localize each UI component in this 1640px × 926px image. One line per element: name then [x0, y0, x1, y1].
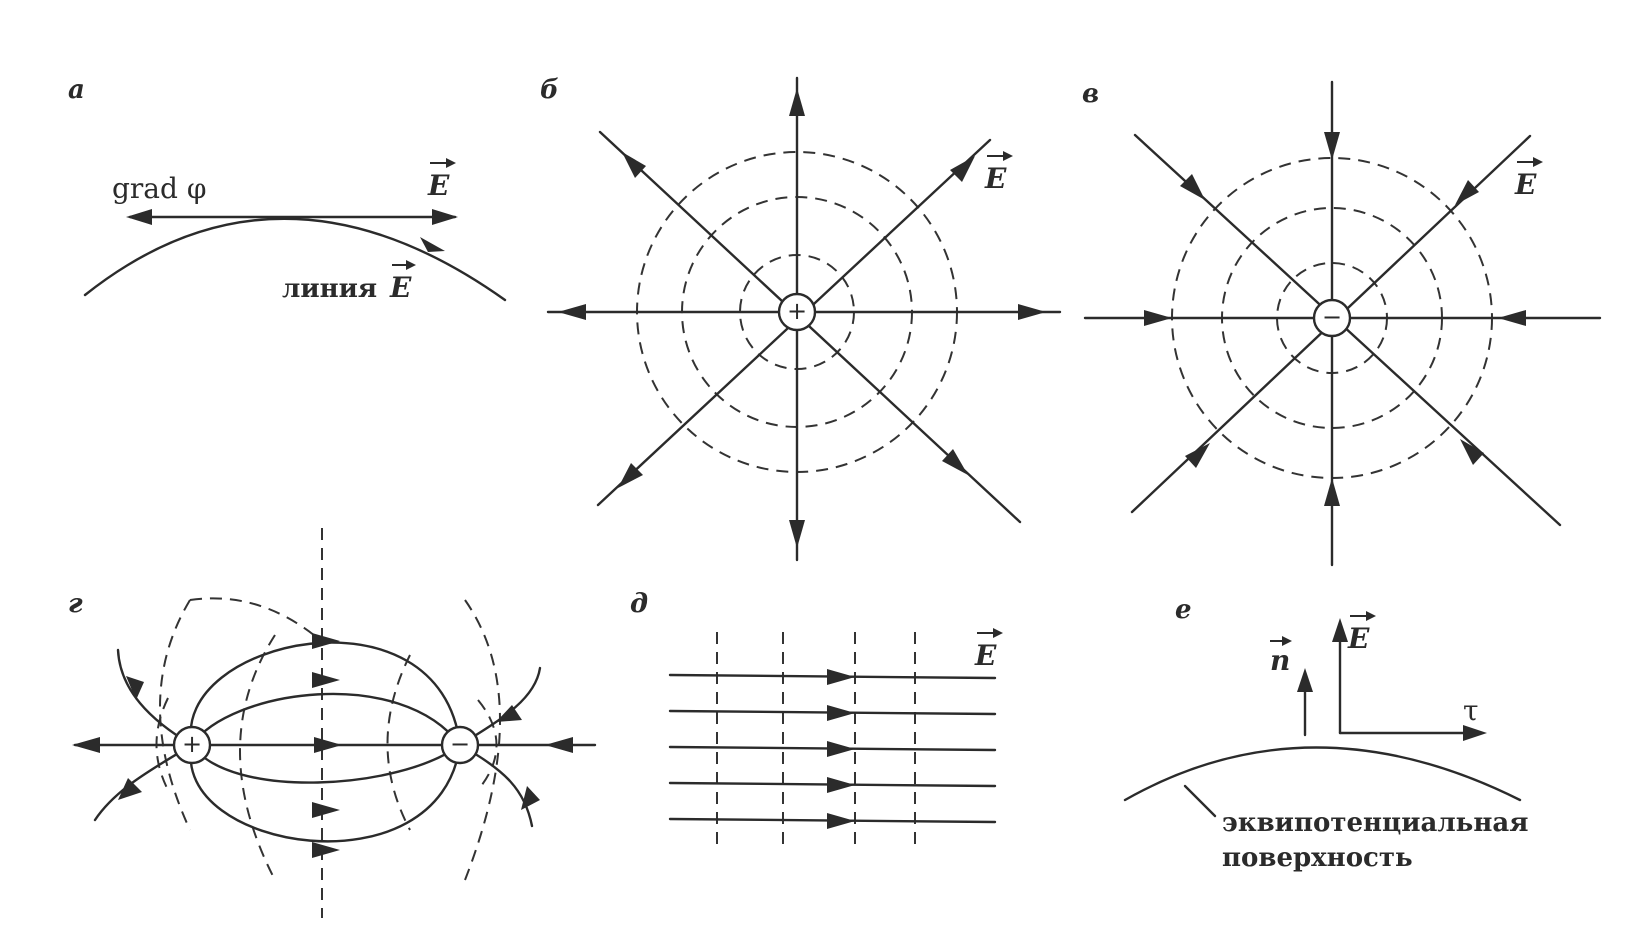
- panel-e: е n E τ эквипотенциальная поверхность: [1123, 595, 1528, 873]
- svg-text:E: E: [1347, 622, 1370, 655]
- panel-d: д E: [630, 589, 1003, 850]
- negative-charge: [1312, 298, 1352, 338]
- line-e-vector: E: [389, 260, 416, 304]
- e-vector-label: E: [1347, 611, 1376, 655]
- svg-text:E: E: [1514, 168, 1537, 201]
- svg-text:n: n: [1270, 644, 1290, 677]
- svg-text:E: E: [389, 271, 412, 304]
- tau-label: τ: [1463, 694, 1479, 727]
- field-line-upper-inner: [190, 692, 462, 747]
- svg-text:E: E: [427, 169, 450, 202]
- panel-a-letter: а: [68, 75, 85, 105]
- panel-b-letter: б: [540, 75, 559, 105]
- negative-charge: [440, 725, 480, 765]
- panel-g: г + −: [68, 528, 597, 918]
- panel-g-letter: г: [68, 589, 83, 619]
- e-vector-label: E: [427, 158, 456, 202]
- grad-phi-label: grad φ: [112, 172, 206, 205]
- field-line-arrowhead: [420, 237, 445, 252]
- n-vector-label: n: [1270, 636, 1292, 677]
- e-vector-label: E: [1514, 157, 1543, 201]
- positive-charge-sign: +: [182, 730, 202, 758]
- field-line-upper-outer: [189, 641, 462, 747]
- svg-text:E: E: [984, 162, 1007, 195]
- e-vector-label: E: [974, 628, 1003, 672]
- positive-charge-sign: +: [787, 297, 807, 325]
- svg-text:E: E: [974, 639, 997, 672]
- field-line-lower-inner: [190, 743, 462, 784]
- panel-d-letter: д: [630, 589, 648, 619]
- equipotential-arc: [386, 654, 411, 831]
- negative-charge-sign: −: [1322, 303, 1342, 331]
- negative-charge-sign: −: [450, 730, 470, 758]
- positive-charge: [172, 725, 212, 765]
- field-line-lower-outer: [189, 743, 462, 843]
- equipotential-arc: [189, 597, 321, 641]
- surface-leader-line: [1183, 784, 1217, 818]
- equipotential-arc: [239, 634, 276, 881]
- equipotential-surface-curve: [1123, 746, 1522, 802]
- panel-b: б + E: [540, 75, 1062, 562]
- surface-label-line1: эквипотенциальная: [1222, 808, 1528, 838]
- surface-label-line2: поверхность: [1222, 843, 1413, 873]
- panel-v: в − E: [1082, 79, 1602, 567]
- e-vector-label: E: [984, 151, 1013, 195]
- line-e-label: линия: [282, 274, 377, 304]
- e-arrowhead: [432, 209, 458, 225]
- positive-charge: [777, 292, 817, 332]
- panel-a: а grad φ E линия E: [68, 75, 507, 304]
- panel-v-letter: в: [1082, 79, 1099, 109]
- grad-arrowhead: [126, 209, 152, 225]
- equipotential-arc: [159, 599, 191, 831]
- panel-e-letter: е: [1175, 595, 1192, 625]
- field-line-curve: [83, 217, 507, 302]
- field-line-diag-1: [1133, 133, 1562, 527]
